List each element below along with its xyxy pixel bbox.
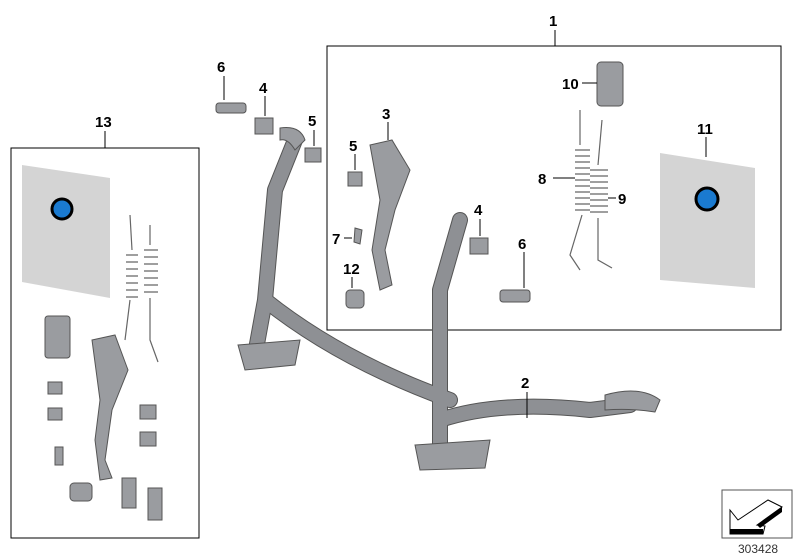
bolt-part-6[interactable] [215,102,247,114]
nut-part-5[interactable] [304,147,322,163]
bmw-logo-icon [694,186,720,212]
bolt-part-6[interactable] [499,289,531,303]
reference-number: 303428 [738,542,778,556]
cap-part-12[interactable] [345,289,365,309]
sticker-part-11[interactable] [660,153,755,288]
callout-4: 4 [474,202,483,219]
bracket-part-3[interactable] [369,139,411,291]
callout-6: 6 [217,59,225,76]
callout-11: 11 [697,121,713,138]
leader-lines [223,76,707,418]
callout-9: 9 [618,191,626,208]
callout-1: 1 [549,13,557,30]
callout-7: 7 [332,231,340,248]
center-stand[interactable] [237,127,661,471]
spring-part-9[interactable] [590,119,613,269]
kit-box-1 [326,45,782,331]
callout-6: 6 [518,236,526,253]
kit-13-contents[interactable] [22,165,163,521]
callout-3: 3 [382,106,390,123]
callout-2: 2 [521,375,529,392]
orientation-arrow-icon [721,489,793,539]
bmw-logo-icon [50,197,74,221]
bushing-part-4[interactable] [469,237,489,255]
callout-8: 8 [538,171,546,188]
callout-13: 13 [95,114,112,131]
callout-4: 4 [259,80,268,97]
spring-part-8[interactable] [569,110,590,271]
screw-part-7[interactable] [353,227,363,245]
callout-10: 10 [562,76,579,93]
sleeve-part-10[interactable] [596,61,624,107]
bushing-part-4[interactable] [254,117,274,135]
callout-5: 5 [349,138,357,155]
callout-5: 5 [308,113,316,130]
nut-part-5[interactable] [347,171,363,187]
callout-12: 12 [343,261,360,278]
